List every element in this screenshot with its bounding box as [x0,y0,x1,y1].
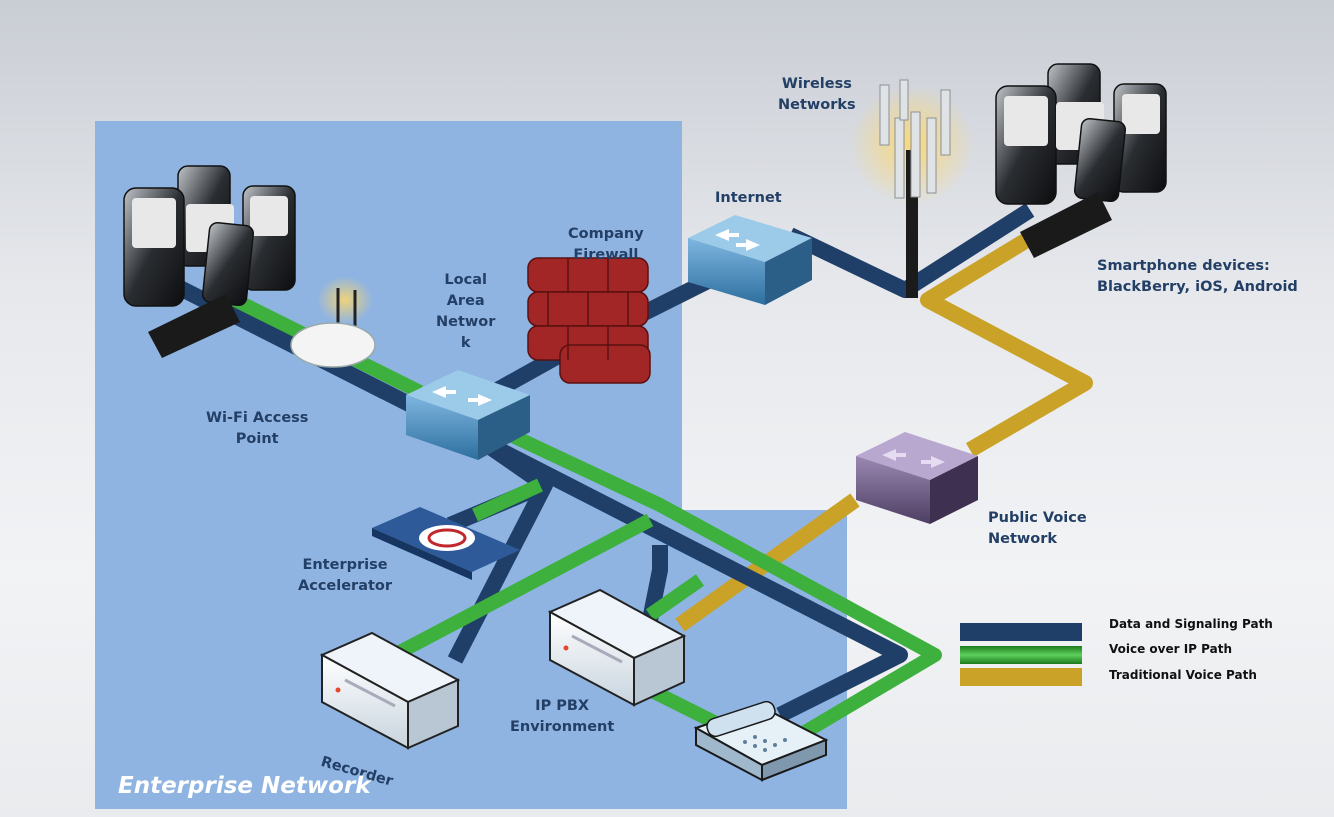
smartphones-left-icon [123,165,296,358]
recorder-server-icon [319,631,461,750]
legend-label-voip: Voice over IP Path [1109,642,1233,656]
label-public-voice-network: Public Voice Network [988,510,1087,547]
enterprise-network-title: Enterprise Network [118,773,371,799]
internet-switch-icon [688,215,812,305]
legend-swatch-traditional [960,668,1082,686]
legend-label-traditional: Traditional Voice Path [1109,668,1257,682]
cell-tower-icon [850,79,974,298]
legend-swatch-voip [960,646,1082,664]
label-internet: Internet [715,190,782,206]
wifi-access-point-icon [290,276,376,368]
smartphones-right-icon [995,63,1167,258]
label-local-area-network: Local Area Networ k [436,272,496,351]
ip-pbx-server-icon [547,588,687,707]
label-ip-pbx-environment: IP PBX Environment [510,698,615,735]
label-smartphones: Smartphone devices: BlackBerry, iOS, And… [1097,258,1298,295]
label-wireless-networks: Wireless Networks [778,76,856,113]
public-voice-switch-icon [856,432,978,524]
label-enterprise-accelerator: Enterprise Accelerator [298,557,393,594]
desk-phone-icon [693,700,829,782]
legend-swatch-data [960,623,1082,641]
lan-switch-icon [406,370,530,460]
enterprise-accelerator-icon [372,507,520,580]
firewall-icon [527,257,651,384]
legend-label-data: Data and Signaling Path [1109,617,1273,631]
label-company-firewall: Company Firewall [568,226,644,263]
label-wifi-access-point: Wi-Fi Access Point [206,410,309,447]
